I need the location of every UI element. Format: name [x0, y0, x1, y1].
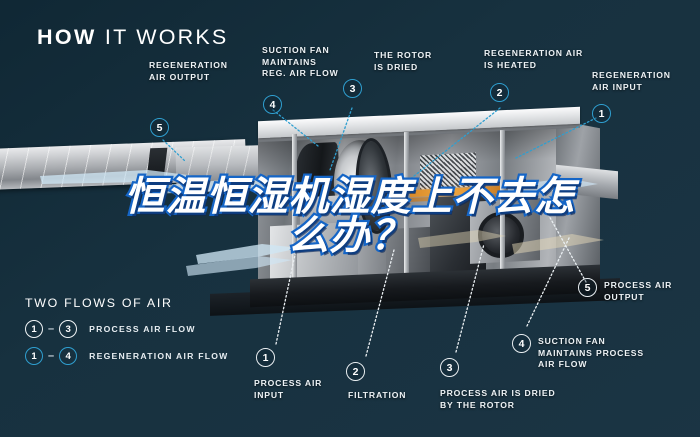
legend-badge-from: 1	[25, 347, 43, 365]
badge-5-process-output[interactable]: 5	[578, 278, 597, 297]
legend: TWO FLOWS OF AIR 1 – 3 PROCESS AIR FLOW …	[25, 296, 229, 365]
callout-regeneration-air-heated: REGENERATION AIR IS HEATED	[484, 48, 602, 71]
badge-2-filtration[interactable]: 2	[346, 362, 365, 381]
callout-suction-fan-regeneration: SUCTION FAN MAINTAINS REG. AIR FLOW	[262, 45, 372, 80]
badge-1-regeneration-input[interactable]: 1	[592, 104, 611, 123]
badge-number: 3	[349, 82, 356, 95]
callout-line: PROCESS AIR IS DRIED	[440, 388, 556, 398]
legend-badge-number: 4	[65, 350, 71, 362]
callout-line: AIR INPUT	[592, 81, 643, 92]
page-title-rest: IT WORKS	[96, 25, 229, 49]
callout-process-air-dried: PROCESS AIR IS DRIED BY THE ROTOR	[440, 388, 600, 411]
badge-number: 4	[518, 337, 525, 350]
legend-dash: –	[48, 323, 55, 335]
callout-process-air-output: PROCESS AIR OUTPUT	[604, 280, 700, 303]
legend-label: REGENERATION AIR FLOW	[89, 351, 229, 361]
legend-row-process-air-flow[interactable]: 1 – 3 PROCESS AIR FLOW	[25, 320, 229, 338]
badge-4-suction-fan-process[interactable]: 4	[512, 334, 531, 353]
callout-line: MAINTAINS PROCESS	[538, 347, 644, 358]
callout-line: IS DRIED	[374, 61, 419, 72]
badge-number: 1	[262, 351, 269, 364]
callout-line: SUCTION FAN	[538, 336, 606, 346]
callout-filtration: FILTRATION	[348, 390, 448, 402]
callout-line: AIR FLOW	[538, 359, 588, 370]
legend-badge-to: 4	[59, 347, 78, 365]
callout-line: OUTPUT	[604, 291, 645, 302]
badge-number: 4	[269, 98, 276, 111]
callout-line: PROCESS AIR	[254, 378, 323, 388]
callout-line: BY THE ROTOR	[440, 399, 515, 410]
badge-number: 1	[598, 107, 605, 120]
badge-number: 5	[584, 281, 591, 294]
callout-regeneration-air-input: REGENERATION AIR INPUT	[592, 70, 696, 93]
legend-badge-from: 1	[25, 320, 43, 338]
badge-number: 5	[156, 121, 163, 134]
callout-line: REGENERATION	[592, 70, 671, 80]
badge-number: 2	[496, 86, 503, 99]
callout-suction-fan-process: SUCTION FAN MAINTAINS PROCESS AIR FLOW	[538, 336, 698, 371]
badge-number: 3	[446, 361, 453, 374]
callout-rotor-is-dried: THE ROTOR IS DRIED	[374, 50, 474, 73]
callout-line: IS HEATED	[484, 59, 537, 70]
badge-3-process-dried[interactable]: 3	[440, 358, 459, 377]
callout-line: SUCTION FAN	[262, 45, 330, 55]
legend-dash: –	[48, 350, 55, 362]
badge-3-rotor-dried[interactable]: 3	[343, 79, 362, 98]
callout-line: REGENERATION AIR	[484, 48, 584, 58]
badge-1-process-input[interactable]: 1	[256, 348, 275, 367]
badge-2-air-heated[interactable]: 2	[490, 83, 509, 102]
legend-title: TWO FLOWS OF AIR	[25, 296, 173, 310]
headline-line-2: 么办？	[286, 213, 413, 260]
legend-badge-to: 3	[59, 320, 78, 338]
legend-label: PROCESS AIR FLOW	[89, 324, 196, 334]
callout-line: MAINTAINS	[262, 56, 317, 67]
badge-5-regeneration-output[interactable]: 5	[150, 118, 169, 137]
callout-regeneration-air-output: REGENERATION AIR OUTPUT	[149, 60, 259, 83]
callout-line: FILTRATION	[348, 390, 407, 400]
callout-line: THE ROTOR	[374, 50, 433, 60]
legend-row-regeneration-air-flow[interactable]: 1 – 4 REGENERATION AIR FLOW	[25, 347, 229, 365]
page-title-bold: HOW	[37, 25, 97, 49]
legend-badge-number: 1	[31, 323, 37, 335]
legend-badge-number: 1	[31, 350, 37, 362]
callout-line: AIR OUTPUT	[149, 71, 211, 82]
callout-process-air-input: PROCESS AIR INPUT	[254, 378, 354, 401]
callout-line: PROCESS AIR	[604, 280, 673, 290]
callout-line: REGENERATION	[149, 60, 228, 70]
badge-4-suction-fan-reg[interactable]: 4	[263, 95, 282, 114]
page-title: HOW IT WORKS	[37, 25, 228, 50]
legend-badge-number: 3	[65, 323, 71, 335]
callout-line: REG. AIR FLOW	[262, 68, 339, 79]
callout-line: INPUT	[254, 389, 285, 400]
badge-number: 2	[352, 365, 359, 378]
headline-overlay-chinese: 恒温恒湿机湿度上不去怎 么办？	[0, 173, 700, 260]
